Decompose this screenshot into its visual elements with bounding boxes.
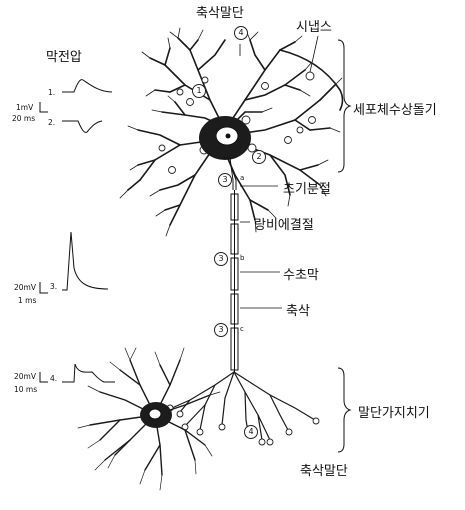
- label-synapse: 시냅스: [296, 20, 332, 35]
- trace-number-1: 1.: [48, 88, 56, 97]
- scale-bar-1: [39, 102, 48, 113]
- trace-number-4: 4.: [50, 374, 58, 383]
- label-axon: 축삭: [286, 304, 310, 319]
- trace-number-2: 2.: [48, 118, 56, 127]
- trace-2: [62, 120, 103, 133]
- scale-1-time: 20 ms: [12, 114, 36, 123]
- marker-4-bottom: 4: [244, 425, 258, 439]
- scale-1-voltage: 1mV: [16, 103, 34, 112]
- node-letter-b: b: [240, 254, 245, 262]
- label-node-of-ranvier: 랑비에결절: [254, 218, 314, 233]
- terminal-arbor: [171, 371, 316, 441]
- scale-3-time: 10 ms: [14, 385, 38, 394]
- scale-2-voltage: 20mV: [14, 283, 36, 292]
- brace-terminal-arbor: [337, 367, 352, 453]
- label-terminal-arbor: 말단가지치기: [358, 406, 430, 421]
- marker-4-top: 4: [234, 26, 248, 40]
- marker-3c: 3: [214, 323, 228, 337]
- node-letter-c: c: [240, 325, 244, 333]
- node-letter-a: a: [240, 174, 245, 182]
- trace-3: [62, 231, 109, 291]
- axon: [221, 157, 239, 372]
- trace-number-3: 3.: [50, 282, 58, 291]
- lower-dendrites-thin: [77, 347, 221, 491]
- lower-soma: [140, 402, 172, 428]
- brace-soma-dendrites: [337, 39, 352, 173]
- marker-1: 1: [192, 84, 206, 98]
- label-soma-dendrites: 세포체수상돌기: [353, 103, 437, 118]
- label-axon-terminal-top: 축삭말단: [196, 6, 244, 21]
- scale-3-voltage: 20mV: [14, 372, 36, 381]
- label-axon-terminal-bottom: 축삭말단: [300, 464, 348, 479]
- leader-lines: [239, 35, 319, 309]
- label-myelin-sheath: 수초막: [283, 268, 319, 283]
- scale-bar-2: [39, 282, 48, 294]
- label-membrane-potential: 막전압: [46, 50, 82, 65]
- label-initial-segment: 초기분절: [283, 182, 331, 197]
- marker-3b: 3: [214, 252, 228, 266]
- upper-dendrites: [127, 37, 344, 226]
- marker-2: 2: [252, 150, 266, 164]
- scale-bar-3: [39, 372, 48, 383]
- upper-soma: [199, 116, 251, 160]
- marker-3a: 3: [218, 173, 232, 187]
- terminal-boutons: [166, 404, 320, 446]
- scale-2-time: 1 ms: [18, 296, 37, 305]
- trace-1: [62, 79, 113, 93]
- trace-4: [62, 363, 115, 383]
